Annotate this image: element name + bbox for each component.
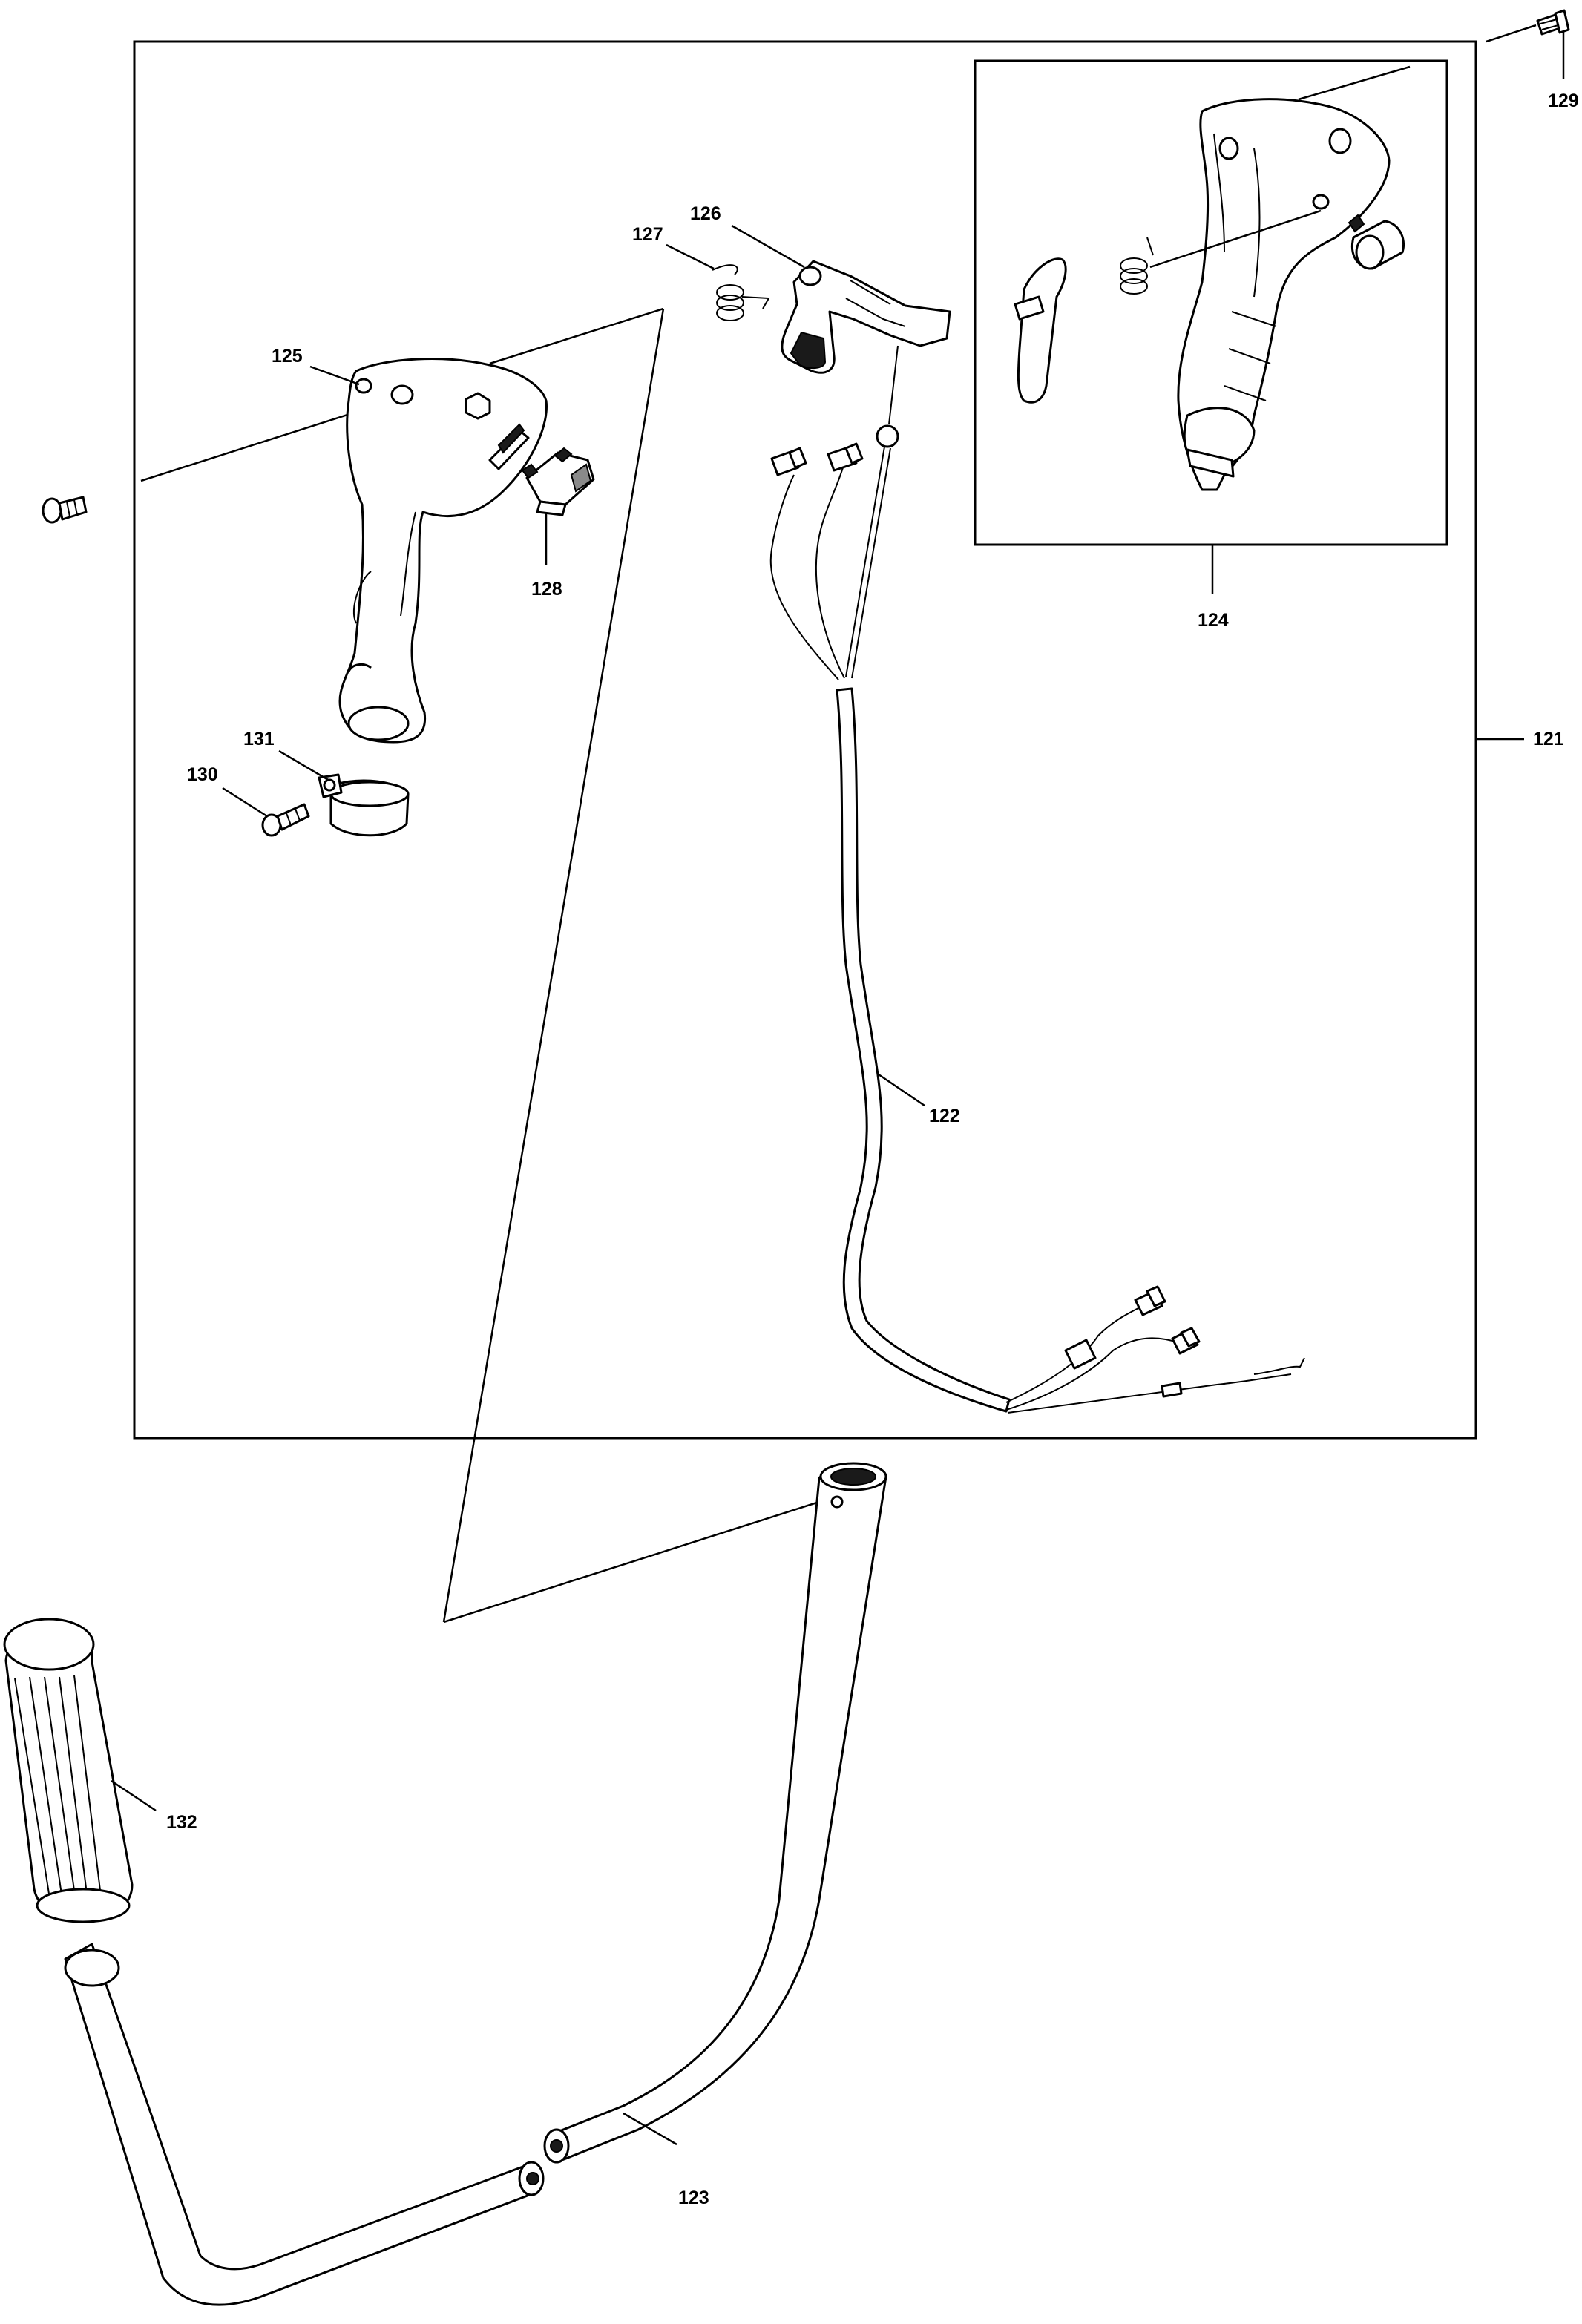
handle-half-124 bbox=[1177, 98, 1391, 491]
connector-line-b bbox=[442, 308, 665, 1623]
label-128: 128 bbox=[531, 579, 562, 600]
connector-line-a bbox=[489, 307, 664, 365]
leader-125 bbox=[309, 365, 360, 386]
label-129: 129 bbox=[1548, 91, 1579, 111]
leader-126 bbox=[731, 224, 805, 269]
screw-left bbox=[42, 496, 88, 524]
label-121: 121 bbox=[1533, 729, 1564, 749]
cap-124 bbox=[1351, 220, 1405, 270]
grip-132 bbox=[3, 1618, 134, 1923]
spring-127 bbox=[712, 264, 770, 321]
clamp-131 bbox=[318, 773, 410, 837]
label-122: 122 bbox=[929, 1106, 960, 1126]
leader-130 bbox=[222, 787, 268, 818]
leader-inset-b bbox=[1149, 209, 1322, 269]
label-123: 123 bbox=[678, 2187, 709, 2208]
label-131: 131 bbox=[243, 729, 275, 749]
switch-128 bbox=[521, 447, 595, 516]
leader-inset-a bbox=[1298, 65, 1411, 101]
leader-122 bbox=[878, 1073, 925, 1107]
leader-123 bbox=[623, 2112, 677, 2146]
leader-132 bbox=[111, 1779, 157, 1812]
inset-frame-124 bbox=[974, 59, 1448, 546]
leader-127 bbox=[666, 243, 715, 270]
label-125: 125 bbox=[272, 346, 303, 367]
cable-122 bbox=[769, 345, 1305, 1414]
handle-125 bbox=[338, 358, 548, 744]
label-130: 130 bbox=[187, 764, 218, 785]
screw-129 bbox=[1536, 9, 1570, 36]
label-127: 127 bbox=[632, 224, 663, 245]
connector-line-c bbox=[443, 1500, 820, 1624]
label-126: 126 bbox=[690, 203, 721, 224]
label-124: 124 bbox=[1198, 610, 1229, 631]
tube-123 bbox=[64, 1462, 887, 2306]
lever-124 bbox=[1014, 257, 1067, 404]
leader-131 bbox=[278, 749, 330, 782]
spring-124 bbox=[1120, 237, 1154, 295]
label-132: 132 bbox=[166, 1812, 197, 1833]
screw-130 bbox=[261, 803, 310, 837]
leader-129 bbox=[1486, 24, 1537, 43]
trigger-126 bbox=[781, 260, 951, 374]
